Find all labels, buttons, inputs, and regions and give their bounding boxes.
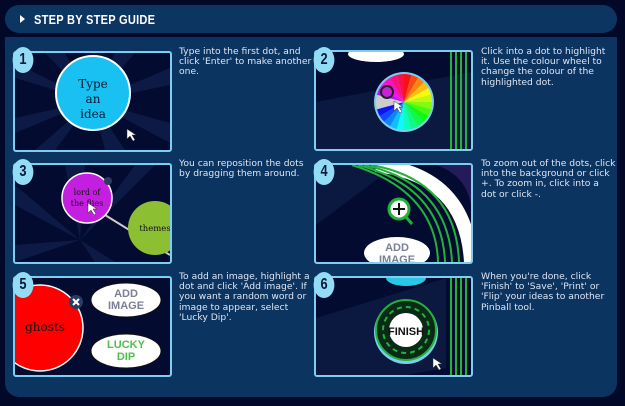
colour-wheel-segment [404, 102, 418, 130]
drag-dots-illustration: lord of the flies themes [15, 165, 170, 262]
colour-wheel-segment [384, 77, 404, 102]
step-5-badge: 5 [12, 272, 34, 298]
svg-text:LUCKY: LUCKY [107, 339, 146, 351]
type-idea-illustration: Type an idea [15, 53, 170, 150]
step-2-description: Click into a dot to highlight it. Use th… [481, 46, 606, 88]
triangle-right-icon [20, 15, 25, 23]
svg-text:IMAGE: IMAGE [379, 254, 415, 262]
colour-wheel-segment [390, 102, 404, 130]
step-5-description: To add an image, highlight a dot and cli… [179, 271, 310, 323]
colour-wheel-segment [404, 102, 432, 110]
dot-text-line: an [86, 92, 101, 106]
add-image-button [90, 282, 162, 318]
colour-wheel-segment [404, 102, 432, 116]
colour-wheel-segment [404, 82, 429, 102]
colour-wheel-segment [404, 102, 429, 122]
step-2-badge: 2 [313, 47, 335, 73]
colour-wheel-segment [404, 88, 432, 102]
step-3-description: You can reposition the dots by dragging … [179, 158, 304, 180]
guide-panel: Type an idea 1 Type into the first dot, … [5, 37, 617, 397]
selected-colour-dot [380, 85, 394, 99]
add-image-label: ADD [385, 242, 409, 254]
svg-text:themes: themes [139, 224, 170, 234]
svg-text:DIP: DIP [117, 351, 135, 363]
svg-text:ghosts: ghosts [25, 320, 65, 334]
svg-text:IMAGE: IMAGE [108, 300, 144, 312]
cursor-icon [393, 100, 404, 114]
colour-wheel-segment [404, 102, 412, 130]
colour-wheel [376, 74, 432, 130]
lucky-dip-button [90, 333, 162, 369]
step-1-description: Type into the first dot, and click 'Ente… [179, 46, 312, 78]
step-4-badge: 4 [313, 159, 335, 185]
dot-ghosts [15, 284, 84, 372]
dot-themes [128, 201, 170, 255]
zoom-illustration: ADD IMAGE [316, 165, 471, 262]
cursor-icon [432, 357, 443, 371]
step-3-thumbnail: lord of the flies themes [13, 163, 172, 264]
step-3-badge: 3 [12, 159, 34, 185]
svg-text:FINISH: FINISH [388, 326, 424, 338]
finish-illustration: FINISH [316, 278, 467, 375]
idea-dot [55, 55, 131, 131]
step-5-thumbnail: ghosts ADD IMAGE LUCKY DIP [13, 276, 172, 377]
guide-title: STEP BY STEP GUIDE [34, 11, 156, 27]
add-image-illustration: ghosts ADD IMAGE LUCKY DIP [15, 282, 162, 372]
cursor-icon [126, 128, 137, 142]
svg-text:the flies: the flies [71, 199, 103, 208]
svg-text:ADD: ADD [114, 288, 138, 300]
colour-wheel-segment [404, 102, 424, 127]
colour-wheel-segment [404, 94, 432, 102]
step-6-thumbnail: FINISH [314, 276, 473, 377]
colour-wheel-illustration [316, 52, 471, 149]
guide-header[interactable]: STEP BY STEP GUIDE [5, 5, 617, 33]
dot-text-line: Type [78, 77, 108, 91]
svg-text:lord of: lord of [74, 188, 102, 197]
step-1-badge: 1 [12, 47, 34, 73]
step-4-description: To zoom out of the dots, click into the … [481, 158, 616, 200]
colour-wheel-segment [396, 102, 404, 130]
step-6-description: When you're done, click 'Finish' to 'Sav… [481, 271, 605, 313]
close-icon [104, 177, 112, 185]
step-1-thumbnail: Type an idea [13, 51, 172, 152]
step-6-badge: 6 [313, 272, 335, 298]
colour-wheel-segment [396, 74, 404, 102]
dot-lord-of-the-flies [61, 172, 113, 224]
dot-text-line: idea [80, 107, 106, 121]
colour-wheel-segment [404, 74, 418, 102]
step-4-thumbnail: ADD IMAGE [314, 163, 473, 264]
cursor-icon [87, 202, 98, 216]
colour-wheel-segment [390, 74, 404, 102]
step-2-thumbnail [314, 50, 473, 151]
colour-wheel-segment [404, 77, 424, 102]
colour-wheel-segment [404, 74, 412, 102]
